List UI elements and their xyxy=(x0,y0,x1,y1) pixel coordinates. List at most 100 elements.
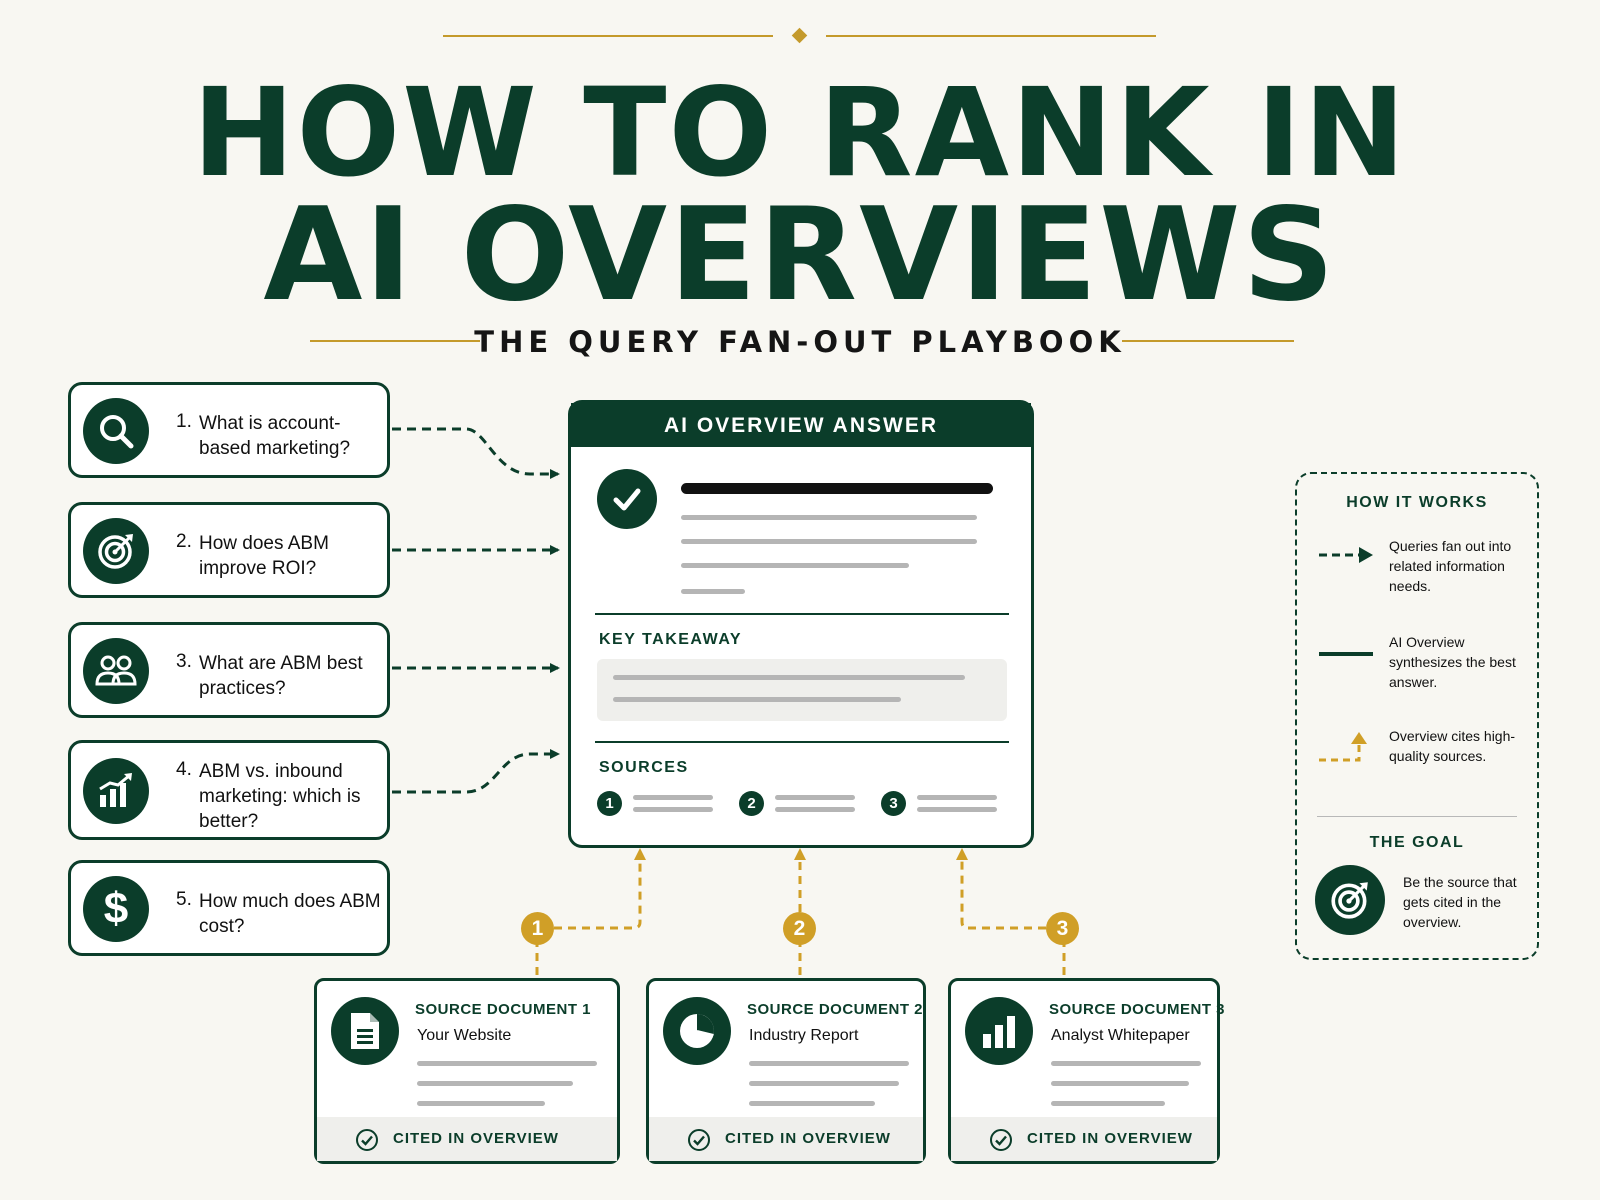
citation-badge-1: 1 xyxy=(521,912,554,945)
cited-status-bar: CITED IN OVERVIEW xyxy=(317,1117,617,1161)
subtitle-rule-right xyxy=(1122,340,1294,342)
query-text: ABM vs. inbound marketing: which is bett… xyxy=(199,761,361,832)
goal-text: Be the source that gets cited in the ove… xyxy=(1403,874,1517,930)
document-line-placeholder xyxy=(749,1101,875,1106)
document-icon xyxy=(331,997,399,1065)
source-line-placeholder xyxy=(917,807,997,812)
document-line-placeholder xyxy=(417,1081,573,1086)
page-title-line-2: AI OVERVIEWS xyxy=(263,181,1337,330)
query-card-4: 4. ABM vs. inbound marketing: which is b… xyxy=(68,740,390,840)
query-card-1: 1. What is account-based marketing? xyxy=(68,382,390,478)
page-subtitle: THE QUERY FAN-OUT PLAYBOOK xyxy=(474,325,1126,359)
citation-badge-2: 2 xyxy=(783,912,816,945)
takeaway-line-placeholder xyxy=(613,697,901,702)
query-text: What are ABM best practices? xyxy=(199,653,363,699)
source-document-subtitle: Your Website xyxy=(417,1027,512,1044)
document-line-placeholder xyxy=(1051,1061,1201,1066)
source-document-title: SOURCE DOCUMENT 3 xyxy=(1049,1001,1226,1018)
target-icon xyxy=(1315,865,1385,935)
answer-header: AI OVERVIEW ANSWER xyxy=(571,403,1031,447)
query-number: 2. xyxy=(176,531,192,552)
citation-badge-3: 3 xyxy=(1046,912,1079,945)
answer-divider xyxy=(595,741,1009,743)
bar-chart-growth-icon xyxy=(83,758,149,824)
query-card-5: $ 5. How much does ABM cost? xyxy=(68,860,390,956)
query-number: 4. xyxy=(176,759,192,780)
source-line-placeholder xyxy=(775,795,855,800)
how-it-works-legend: HOW IT WORKS Queries fan out into relate… xyxy=(1295,472,1539,960)
checkmark-icon xyxy=(597,469,657,529)
cited-status-label: CITED IN OVERVIEW xyxy=(393,1130,559,1147)
fanout-arrow-1 xyxy=(392,427,560,479)
dollar-icon: $ xyxy=(83,876,149,942)
check-circle-icon xyxy=(356,1129,378,1151)
citation-arrow-1 xyxy=(535,858,640,975)
subtitle-rule-left xyxy=(310,340,480,342)
legend-item-text: Queries fan out into related information… xyxy=(1389,538,1512,594)
query-text: How does ABM improve ROI? xyxy=(199,533,329,579)
answer-line-placeholder xyxy=(681,515,977,520)
goal-title: THE GOAL xyxy=(1369,834,1465,851)
fanout-arrow-4 xyxy=(392,749,560,794)
key-takeaway-panel xyxy=(597,659,1007,721)
people-icon xyxy=(83,638,149,704)
source-document-title: SOURCE DOCUMENT 1 xyxy=(415,1001,592,1018)
dashed-arrow-legend-icon xyxy=(1319,547,1373,563)
legend-divider xyxy=(1317,816,1517,817)
source-document-title: SOURCE DOCUMENT 2 xyxy=(747,1001,924,1018)
sources-label: SOURCES xyxy=(599,759,689,776)
document-line-placeholder xyxy=(417,1101,545,1106)
pie-chart-icon xyxy=(663,997,731,1065)
answer-headline-placeholder xyxy=(681,483,993,494)
query-number: 3. xyxy=(176,651,192,672)
source-line-placeholder xyxy=(633,795,713,800)
citation-arrow-3 xyxy=(962,858,1066,975)
query-card-3: 3. What are ABM best practices? xyxy=(68,622,390,718)
gold-arrow-legend-icon xyxy=(1319,732,1367,762)
source-document-card-1: SOURCE DOCUMENT 1 Your Website CITED IN … xyxy=(314,978,620,1164)
query-text: How much does ABM cost? xyxy=(199,891,381,937)
query-number: 5. xyxy=(176,889,192,910)
answer-line-placeholder xyxy=(681,589,745,594)
answer-divider xyxy=(595,613,1009,615)
document-line-placeholder xyxy=(749,1081,899,1086)
query-card-2: 2. How does ABM improve ROI? xyxy=(68,502,390,598)
check-circle-icon xyxy=(990,1129,1012,1151)
document-line-placeholder xyxy=(417,1061,597,1066)
legend-title: HOW IT WORKS xyxy=(1346,494,1488,511)
document-line-placeholder xyxy=(749,1061,909,1066)
search-icon xyxy=(83,398,149,464)
source-document-subtitle: Industry Report xyxy=(749,1027,859,1044)
cited-status-label: CITED IN OVERVIEW xyxy=(1027,1130,1193,1147)
document-line-placeholder xyxy=(1051,1101,1165,1106)
bar-chart-icon xyxy=(965,997,1033,1065)
document-line-placeholder xyxy=(1051,1081,1189,1086)
answer-line-placeholder xyxy=(681,539,977,544)
target-icon xyxy=(83,518,149,584)
check-circle-icon xyxy=(688,1129,710,1151)
header-rule-right xyxy=(826,35,1156,37)
source-number-badge: 3 xyxy=(881,791,906,816)
source-line-placeholder xyxy=(633,807,713,812)
header-rule-left xyxy=(443,35,773,37)
page-title-line-1: HOW TO RANK IN xyxy=(192,62,1408,204)
takeaway-line-placeholder xyxy=(613,675,965,680)
key-takeaway-label: KEY TAKEAWAY xyxy=(599,631,743,648)
source-number-badge: 1 xyxy=(597,791,622,816)
query-text: What is account-based marketing? xyxy=(199,413,351,459)
answer-line-placeholder xyxy=(681,563,909,568)
source-document-subtitle: Analyst Whitepaper xyxy=(1051,1027,1190,1044)
cited-status-bar: CITED IN OVERVIEW xyxy=(951,1117,1217,1161)
cited-status-label: CITED IN OVERVIEW xyxy=(725,1130,891,1147)
source-line-placeholder xyxy=(917,795,997,800)
source-number-badge: 2 xyxy=(739,791,764,816)
legend-item-text: Overview cites high-quality sources. xyxy=(1389,728,1516,764)
source-document-card-3: SOURCE DOCUMENT 3 Analyst Whitepaper CIT… xyxy=(948,978,1225,1164)
source-document-card-2: SOURCE DOCUMENT 2 Industry Report CITED … xyxy=(646,978,926,1164)
solid-line-legend-icon xyxy=(1319,652,1373,656)
ai-overview-answer-panel: AI OVERVIEW ANSWER KEY TAKEAWAY SOURCES … xyxy=(568,400,1034,848)
source-line-placeholder xyxy=(775,807,855,812)
query-number: 1. xyxy=(176,411,192,432)
legend-item-text: AI Overview synthesizes the best answer. xyxy=(1389,634,1516,690)
